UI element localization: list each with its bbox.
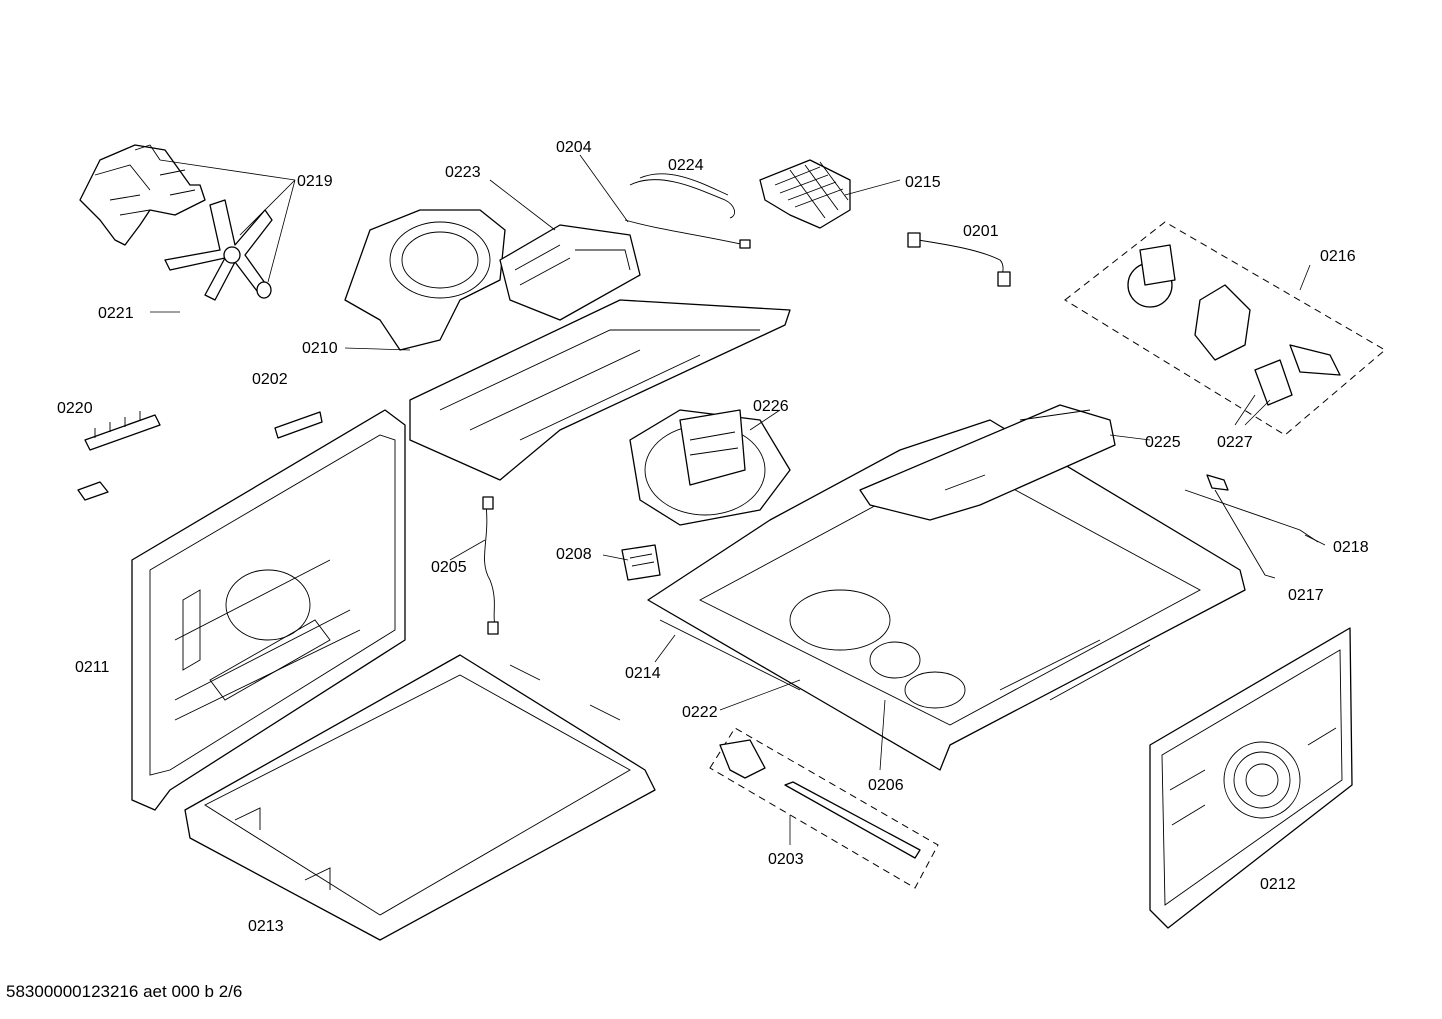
label-0220: 0220 <box>57 400 93 417</box>
fan-motor-part <box>79 144 206 246</box>
label-0215: 0215 <box>905 174 941 191</box>
sensor-0203-part <box>719 739 921 859</box>
wire-harness-0224 <box>624 173 751 249</box>
wire-harness-0201 <box>907 232 1011 287</box>
label-0223: 0223 <box>445 164 481 181</box>
control-module-part <box>499 224 641 321</box>
fan-blade-part <box>164 199 273 301</box>
label-0226: 0226 <box>753 398 789 415</box>
label-0212: 0212 <box>1260 876 1296 893</box>
label-0216: 0216 <box>1320 248 1356 265</box>
leader-lines <box>150 154 1326 845</box>
label-0218: 0218 <box>1333 539 1369 556</box>
air-duct-0225-part <box>859 404 1116 521</box>
fan-housing-part <box>344 209 506 351</box>
rear-panel-part <box>131 409 406 811</box>
front-panel-part <box>1149 627 1353 929</box>
document-footer-code: 58300000123216 aet 000 b 2/6 <box>6 982 243 1001</box>
top-frame-part <box>409 299 791 481</box>
label-0201: 0201 <box>963 223 999 240</box>
label-0202: 0202 <box>252 371 288 388</box>
label-0217: 0217 <box>1288 587 1324 604</box>
wire-harness-0205 <box>482 496 499 635</box>
group-0216-box <box>1064 221 1386 436</box>
sensor-0218-part <box>1184 474 1319 579</box>
connector-0202-part <box>274 411 323 439</box>
label-0224: 0224 <box>668 157 704 174</box>
label-0227: 0227 <box>1217 434 1253 451</box>
label-0204: 0204 <box>556 139 592 156</box>
switch-0227-part <box>1254 359 1293 406</box>
label-0210: 0210 <box>302 340 338 357</box>
label-0208: 0208 <box>556 546 592 563</box>
heat-sink-part <box>759 159 851 229</box>
label-0205: 0205 <box>431 559 467 576</box>
base-plate-part <box>647 419 1246 771</box>
motor-0216-part <box>1127 244 1341 376</box>
group-0203-box <box>709 727 939 889</box>
label-0225: 0225 <box>1145 434 1181 451</box>
bracket-0208-part <box>621 544 661 581</box>
terminal-block-part <box>77 411 161 501</box>
label-0221: 0221 <box>98 305 134 322</box>
bottom-tray-part <box>184 654 656 941</box>
label-0206: 0206 <box>868 777 904 794</box>
label-0214: 0214 <box>625 665 661 682</box>
label-0213: 0213 <box>248 918 284 935</box>
label-0203: 0203 <box>768 851 804 868</box>
label-0211: 0211 <box>75 659 110 676</box>
blower-part <box>629 409 791 526</box>
label-0222: 0222 <box>682 704 718 721</box>
label-0219: 0219 <box>297 173 333 190</box>
